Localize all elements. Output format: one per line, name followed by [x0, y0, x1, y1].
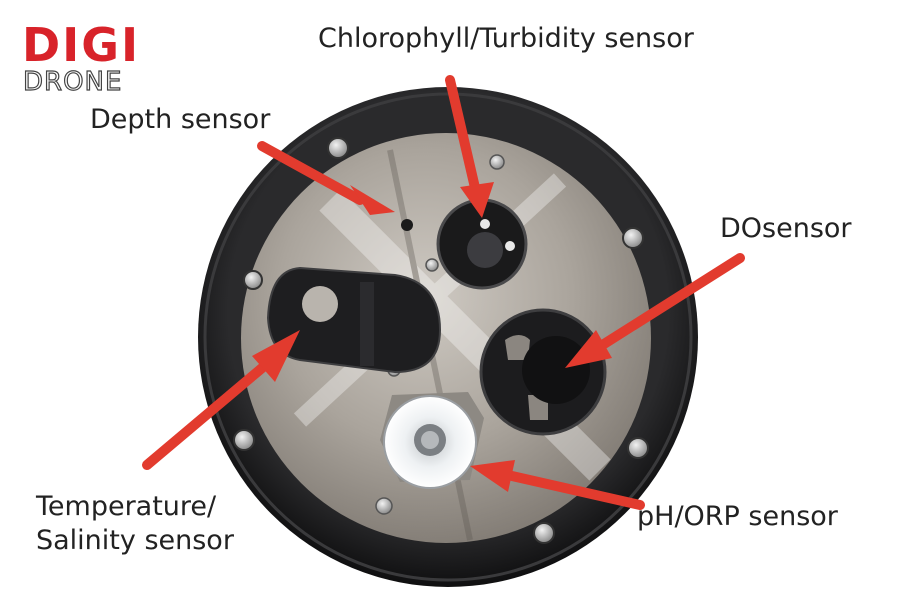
label-ph-orp-sensor: pH/ORP sensor — [637, 501, 838, 532]
screw — [327, 137, 349, 159]
ring-edge-highlight — [203, 92, 693, 582]
label-temperature-line1: Temperature/ — [36, 491, 217, 522]
logo-text-bottom: DRONE — [22, 67, 123, 97]
label-chlorophyll-turbidity: Chlorophyll/Turbidity sensor — [318, 23, 694, 54]
pointer-arrows — [142, 75, 745, 510]
arrow-ph — [470, 460, 645, 510]
arrow-temperature — [142, 330, 300, 470]
logo-text-top: DIGI — [22, 18, 141, 72]
label-temperature-line2: Salinity sensor — [36, 525, 234, 556]
screw — [375, 497, 393, 515]
ph-orp-sensor — [380, 392, 484, 489]
do-sensor — [479, 308, 607, 436]
digidrone-logo: DIGI DRONE — [22, 22, 162, 100]
screw — [622, 227, 644, 249]
ring-screws — [233, 137, 649, 544]
arrow-do — [565, 253, 745, 368]
label-depth-sensor: Depth sensor — [90, 104, 271, 135]
arrow-depth — [257, 141, 395, 215]
screw — [533, 522, 555, 544]
label-temperature-salinity: Temperature/ Salinity sensor — [36, 490, 234, 558]
arrow-chlorophyll — [445, 75, 494, 218]
screw — [425, 258, 439, 272]
temperature-salinity-sensor — [266, 266, 442, 374]
screw — [489, 154, 505, 170]
chlorophyll-sensor — [436, 198, 528, 290]
faceplate — [241, 133, 651, 543]
depth-sensor-port — [401, 219, 413, 231]
screw — [627, 437, 649, 459]
label-do-sensor: DOsensor — [720, 213, 852, 244]
screw — [233, 429, 255, 451]
screw — [243, 270, 263, 290]
